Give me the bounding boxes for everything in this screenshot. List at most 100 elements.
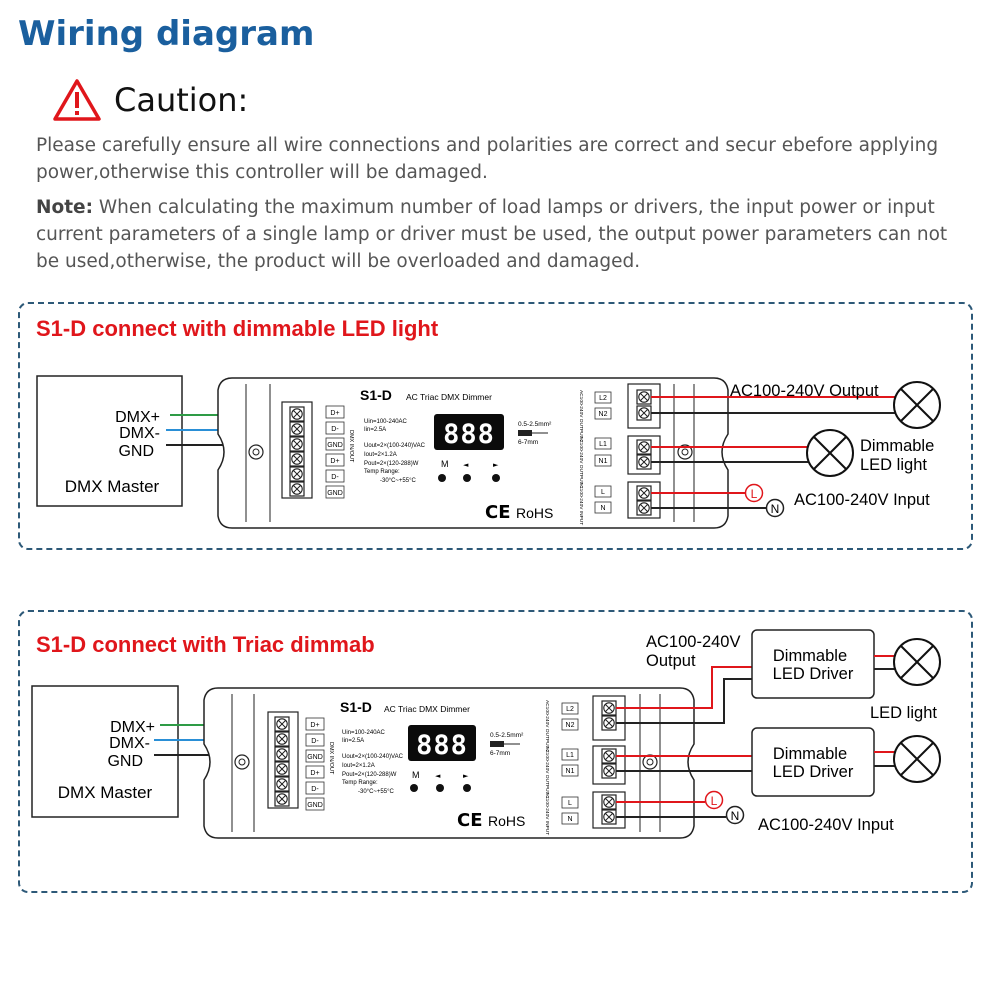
driver-label-1: Dimmable: [773, 745, 847, 763]
panel2-diagram: DMX Master DMX+ DMX- GND D+ D- GND D+ D-…: [31, 629, 941, 839]
term-label: D-: [331, 426, 339, 433]
input-label: AC100-240V Input: [794, 491, 930, 509]
term-label: N1: [566, 768, 575, 775]
spec-iin: Iin=2.5A: [342, 738, 364, 744]
neutral-marker-label: N: [771, 502, 780, 516]
output-label: AC100-240V Output: [730, 382, 879, 400]
term-label: L2: [566, 706, 574, 713]
term-label: L2: [599, 395, 607, 402]
ce-mark: CE: [457, 810, 483, 831]
ce-mark: CE: [485, 502, 511, 523]
term-label: N2: [566, 722, 575, 729]
btn-m-label: M: [441, 459, 449, 469]
wire-gauge: 0.5-2.5mm²: [518, 421, 552, 428]
term-label: L1: [566, 752, 574, 759]
spec-uout: Uout=2×(100-240)VAC: [342, 754, 404, 760]
term-label: L: [601, 489, 605, 496]
button-m: [410, 784, 418, 792]
term-label: D+: [330, 410, 339, 417]
pin-gnd: GND: [118, 443, 154, 460]
term-label: N1: [599, 458, 608, 465]
term-label: L: [568, 800, 572, 807]
wire-out2-l: [616, 666, 752, 709]
dmx-master-label: DMX Master: [65, 477, 160, 496]
neutral-marker: [725, 805, 745, 825]
button-m: [438, 474, 446, 482]
driver-label-1: Dimmable: [773, 647, 847, 665]
note-label: Note:: [36, 197, 93, 218]
btn-right-label: ►: [463, 772, 469, 780]
panel1-title: S1-D connect with dimmable LED light: [36, 316, 439, 341]
led-driver-box: [751, 727, 875, 797]
device-subtitle: AC Triac DMX Dimmer: [384, 704, 470, 714]
device-subtitle: AC Triac DMX Dimmer: [406, 392, 492, 402]
panel1-diagram: DMX Master DMX+ DMX- GND D+ D- GND D+ D-…: [36, 375, 941, 529]
term-label: D-: [311, 738, 319, 745]
spec-iout: Iout=2×1.2A: [364, 452, 397, 458]
note-paragraph: Note: When calculating the maximum numbe…: [36, 194, 966, 275]
spec-temp: Temp Range:: [342, 780, 378, 786]
dmx-master-box: [36, 375, 183, 507]
term-label: GND: [327, 490, 343, 497]
wire-gauge: 0.5-2.5mm²: [490, 732, 524, 739]
input-label: AC100-240V Input: [758, 816, 894, 834]
button-left: [463, 474, 471, 482]
led-display: [408, 725, 476, 761]
spec-temp: Temp Range:: [364, 469, 400, 475]
term-label: N: [600, 505, 605, 512]
term-label: D-: [311, 786, 319, 793]
display-digits: 888: [443, 419, 495, 450]
live-marker: [744, 483, 764, 503]
spec-iout: Iout=2×1.2A: [342, 763, 375, 769]
panel-triac-driver: [18, 610, 973, 893]
caution-text: Please carefully ensure all wire connect…: [36, 135, 939, 183]
driver-label-2: LED Driver: [773, 763, 854, 781]
term-label: D+: [310, 722, 319, 729]
led-display: [434, 414, 504, 450]
spec-iin: Iin=2.5A: [364, 427, 386, 433]
btn-m-label: M: [412, 770, 420, 780]
spec-uout: Uout=2×(100-240)VAC: [364, 443, 426, 449]
strip-length: 6-7mm: [518, 439, 538, 446]
page-title: Wiring diagram: [18, 14, 315, 54]
dmx-port-label: DMX IN/OUT: [328, 742, 334, 775]
spec-pout: Pout=2×(120-288)W: [364, 461, 419, 467]
out1-label: AC100-240V OUTPUT 1: [544, 746, 550, 799]
wire-out2-n: [616, 678, 752, 724]
term-label: D+: [310, 770, 319, 777]
lamp-icon: [806, 429, 854, 477]
pin-gnd: GND: [107, 753, 143, 770]
spec-uin: Uin=100-240AC: [364, 419, 408, 425]
output-label-2: Output: [646, 652, 696, 670]
spec-pout: Pout=2×(120-288)W: [342, 772, 397, 778]
rohs-mark: RoHS: [516, 505, 553, 521]
button-left: [436, 784, 444, 792]
button-right: [492, 474, 500, 482]
live-marker-label: L: [751, 487, 758, 501]
live-marker: [704, 790, 724, 810]
spec-temp-range: -30°C~+55°C: [358, 789, 394, 795]
led-light-label: LED light: [870, 704, 937, 722]
term-label: GND: [327, 442, 343, 449]
neutral-marker: [765, 498, 785, 518]
btn-left-label: ◄: [435, 772, 441, 780]
input-label: AC100-240V INPUT: [544, 792, 550, 835]
btn-left-label: ◄: [463, 461, 469, 469]
lamp-label-1: Dimmable: [860, 437, 934, 455]
led-driver-box: [751, 629, 875, 699]
device-model: S1-D: [340, 699, 372, 715]
driver-label-2: LED Driver: [773, 665, 854, 683]
term-label: N: [567, 816, 572, 823]
term-label: GND: [307, 754, 323, 761]
dmx-master-box: [31, 685, 179, 818]
pin-dmx-minus: DMX-: [119, 425, 160, 442]
dmx-port-label: DMX IN/OUT: [348, 430, 354, 463]
term-label: GND: [307, 802, 323, 809]
out2-label: AC100-240V OUTPUT 2: [578, 390, 584, 443]
warning-icon: [53, 79, 101, 121]
term-label: L1: [599, 441, 607, 448]
strip-length: 6-7mm: [490, 750, 510, 757]
input-label: AC100-240V INPUT: [578, 482, 584, 525]
term-label: N2: [599, 411, 608, 418]
device-model: S1-D: [360, 387, 392, 403]
